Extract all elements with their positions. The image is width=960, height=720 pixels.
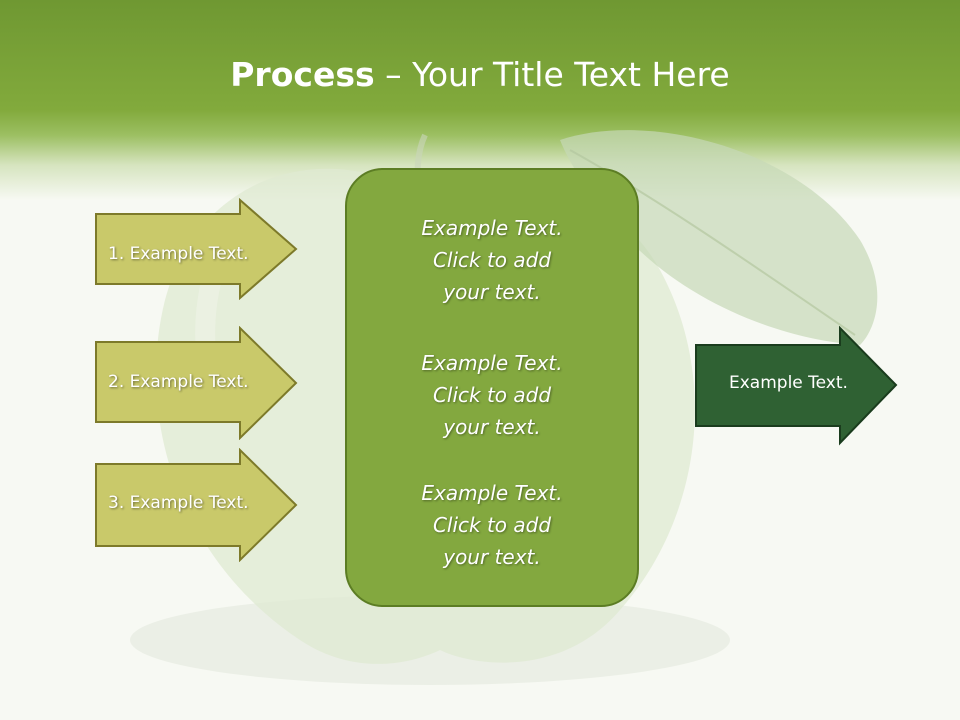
title-rest-part: – Your Title Text Here <box>374 55 730 94</box>
center-text-1-line-3: your text. <box>443 280 541 304</box>
header-band <box>0 0 960 200</box>
center-text-1-line-1: Example Text. <box>421 216 563 240</box>
center-text-block-2[interactable]: Example Text. Click to add your text. <box>345 347 639 443</box>
center-text-3-line-2: Click to add <box>432 513 552 537</box>
left-arrow-2[interactable] <box>94 326 300 440</box>
right-arrow-label: Example Text. <box>729 373 848 393</box>
center-text-3-line-3: your text. <box>443 545 541 569</box>
left-arrow-2-label: 2. Example Text. <box>108 372 249 392</box>
center-content-box[interactable] <box>345 168 639 607</box>
center-text-1-line-2: Click to add <box>432 248 552 272</box>
left-arrow-3-label: 3. Example Text. <box>108 493 249 513</box>
center-text-block-1[interactable]: Example Text. Click to add your text. <box>345 212 639 308</box>
center-text-2-line-2: Click to add <box>432 383 552 407</box>
center-text-2-line-3: your text. <box>443 415 541 439</box>
right-arrow[interactable] <box>694 326 900 446</box>
center-text-block-3[interactable]: Example Text. Click to add your text. <box>345 477 639 573</box>
center-text-3-line-1: Example Text. <box>421 481 563 505</box>
left-arrow-1-label: 1. Example Text. <box>108 244 249 264</box>
left-arrow-3[interactable] <box>94 448 300 562</box>
title-bold-part: Process <box>230 55 375 94</box>
slide-title: Process – Your Title Text Here <box>0 52 960 98</box>
left-arrow-1[interactable] <box>94 198 300 300</box>
center-text-2-line-1: Example Text. <box>421 351 563 375</box>
